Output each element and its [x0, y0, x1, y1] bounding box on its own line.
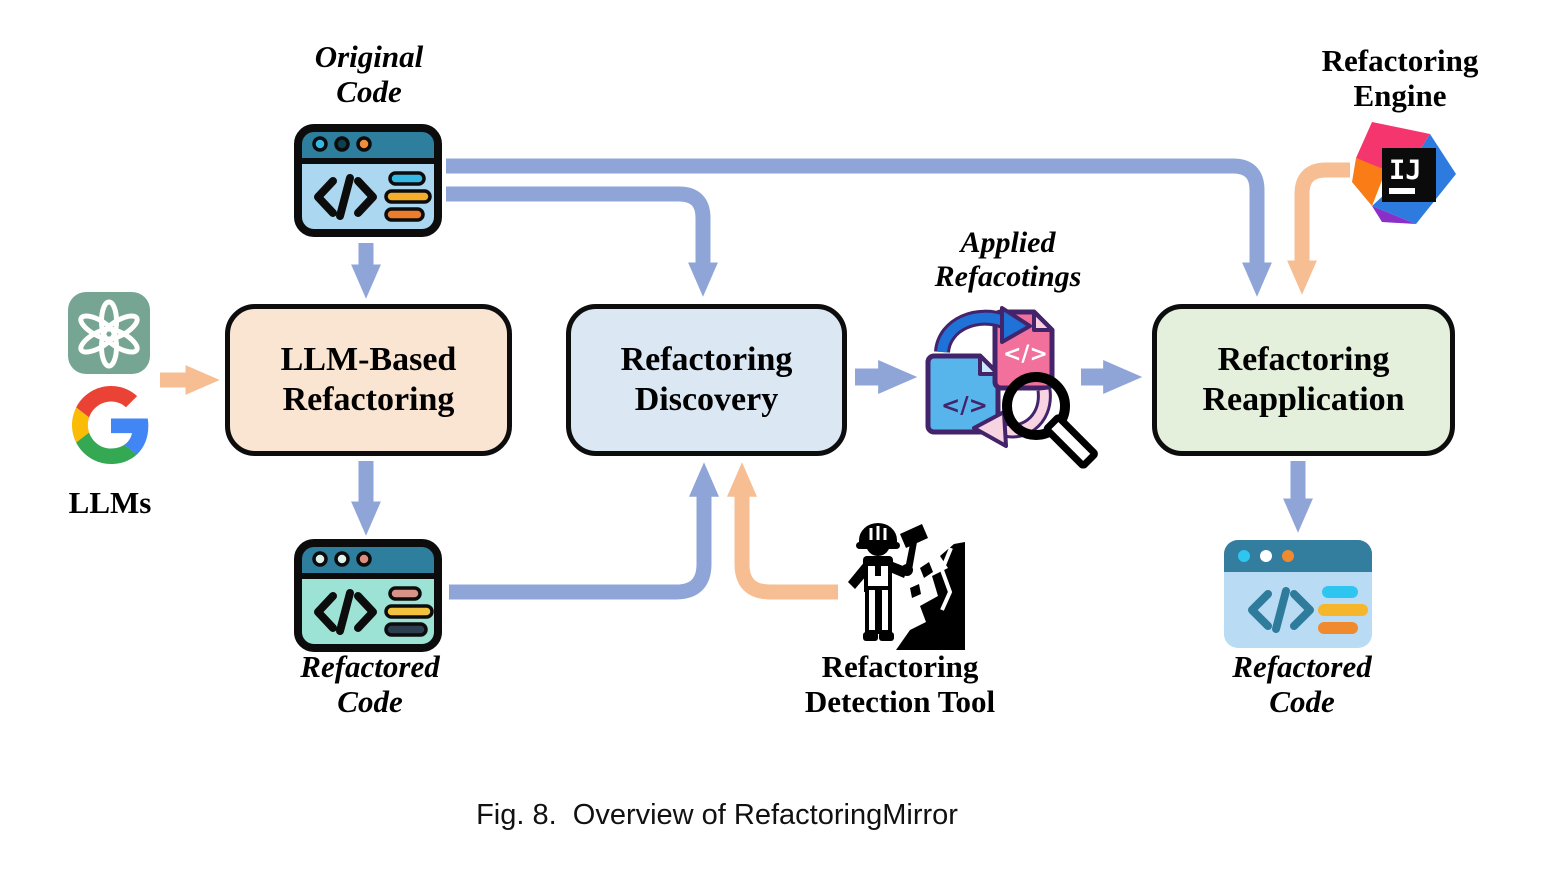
refactored-code-left-line1: Refactored	[300, 649, 440, 684]
svg-text:</>: </>	[1003, 342, 1048, 367]
refactored-code-left-line2: Code	[337, 683, 403, 719]
refactored-code-left-window-icon	[294, 539, 442, 652]
refactored-code-right-window-icon	[1224, 540, 1372, 648]
refactoring-discovery-box: Refactoring Discovery	[566, 304, 847, 456]
code-glyph	[314, 174, 377, 220]
applied-refactorings-line1: Applied	[960, 226, 1056, 259]
llm-based-refactoring-box: LLM-Based Refactoring	[225, 304, 512, 456]
miner-icon	[848, 523, 965, 650]
refactoring-discovery-line2: Discovery	[634, 381, 779, 418]
refactored-code-right-line2: Code	[1269, 683, 1335, 719]
code-glyph	[1248, 587, 1314, 633]
arrow-original-to-discovery	[446, 186, 718, 297]
detection-tool-line2: Detection Tool	[804, 683, 996, 719]
openai-icon	[68, 292, 150, 374]
refactoring-engine-label: Refactoring Engine	[1295, 43, 1505, 113]
original-code-line1: Original	[314, 39, 424, 74]
original-code-window-icon	[294, 124, 442, 237]
refactoring-reapplication-line1: Refactoring	[1217, 340, 1390, 378]
refactoring-reapplication-line2: Reapplication	[1202, 381, 1405, 418]
openai-knot	[78, 299, 140, 369]
arrow-refactored-left-to-discovery	[449, 462, 719, 600]
applied-refactorings-label: Applied Refacotings	[908, 226, 1108, 293]
code-glyph	[314, 589, 377, 635]
svg-text:</>: </>	[941, 393, 988, 419]
swap-arrow-bottom	[972, 389, 1052, 448]
refactored-code-right-line1: Refactored	[1232, 649, 1372, 684]
refactoring-engine-line2: Engine	[1353, 77, 1447, 113]
arrow-engine-to-reapplication	[1287, 162, 1350, 295]
google-icon	[72, 386, 149, 464]
intellij-monogram: IJ	[1389, 155, 1422, 186]
refactoring-engine-line1: Refactoring	[1321, 43, 1479, 78]
applied-refactorings-line2: Refacotings	[934, 259, 1082, 293]
figure-caption: Fig. 8. Overview of RefactoringMirror	[476, 799, 958, 831]
original-code-label: Original Code	[259, 39, 479, 109]
refactoring-discovery-line1: Refactoring	[620, 340, 793, 378]
blue-code-file-icon: </>	[925, 353, 1001, 435]
original-code-line2: Code	[336, 73, 402, 109]
llm-based-refactoring-line1: LLM-Based	[280, 340, 457, 378]
intellij-idea-icon: IJ	[1352, 122, 1456, 224]
llms-label: LLMs	[68, 485, 152, 520]
refactoring-detection-tool-label: Refactoring Detection Tool	[770, 649, 1030, 719]
refactoring-reapplication-box: Refactoring Reapplication	[1152, 304, 1455, 456]
detection-tool-line1: Refactoring	[821, 649, 979, 684]
swap-arrow-top	[934, 306, 1032, 354]
magnifier-icon	[1002, 372, 1098, 469]
applied-refactorings-icon: </> </>	[925, 306, 1098, 469]
arrow-original-to-reapplication	[446, 158, 1272, 297]
refactored-code-right-label: Refactored Code	[1207, 649, 1397, 719]
arrow-detection-to-discovery	[727, 462, 838, 600]
llm-based-refactoring-line2: Refactoring	[282, 381, 455, 418]
refactored-code-left-label: Refactored Code	[275, 649, 465, 719]
